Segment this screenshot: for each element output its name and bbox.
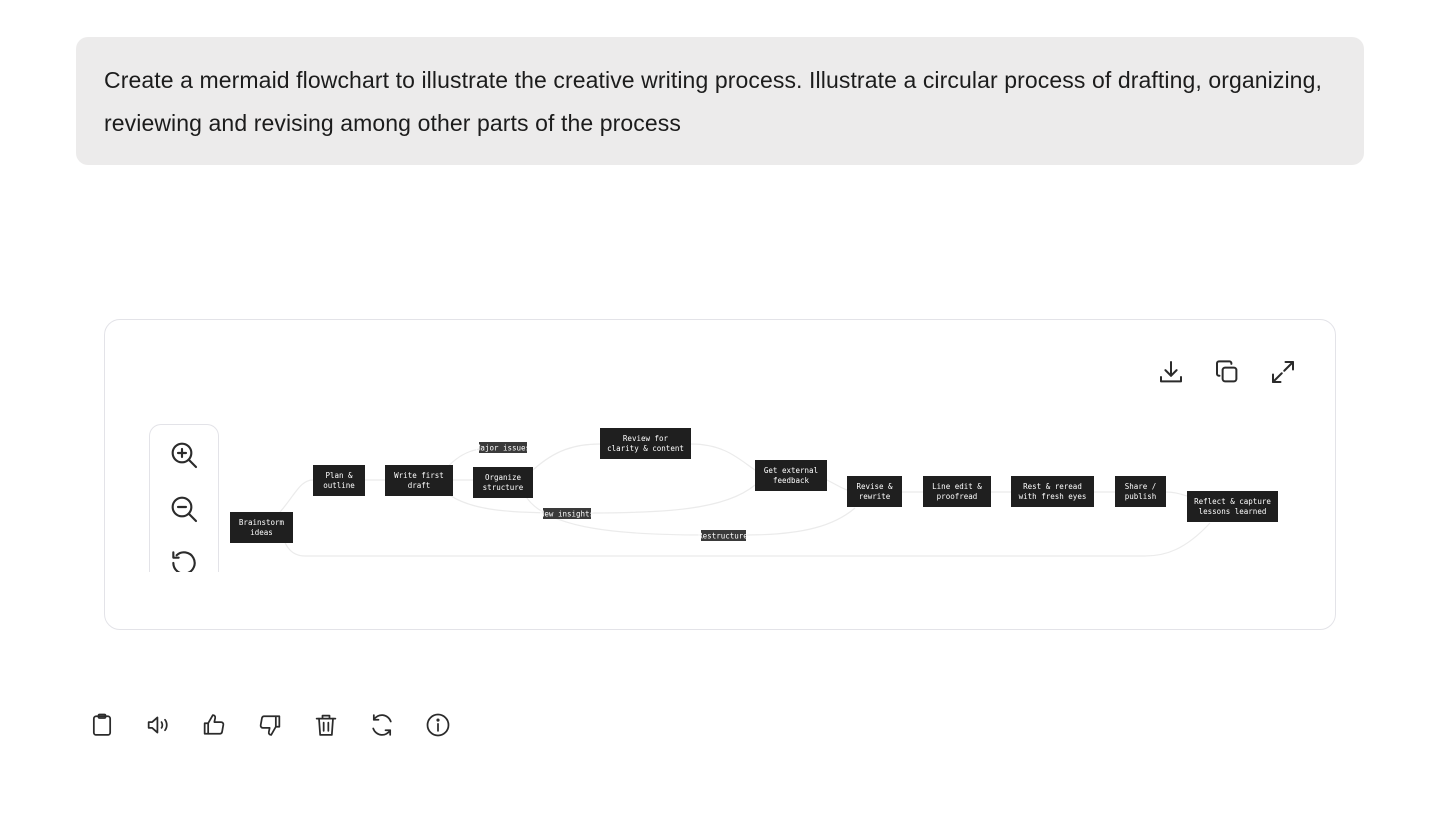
edge-restructure-back bbox=[744, 507, 856, 536]
info-icon[interactable] bbox=[420, 707, 456, 743]
flowchart: Major issues New insights Restructure Br… bbox=[230, 428, 1278, 557]
zoom-in-icon[interactable] bbox=[166, 439, 202, 471]
user-message-bubble: Create a mermaid flowchart to illustrate… bbox=[76, 37, 1364, 165]
svg-text:feedback: feedback bbox=[773, 476, 810, 485]
node-share[interactable]: Share / publish bbox=[1115, 476, 1166, 507]
svg-text:ideas: ideas bbox=[250, 528, 273, 537]
edge-label-new-insights: New insights bbox=[540, 508, 594, 519]
reset-icon[interactable] bbox=[166, 547, 202, 572]
clipboard-icon[interactable] bbox=[84, 707, 120, 743]
edge-label-restructure: Restructure bbox=[698, 530, 748, 541]
svg-text:outline: outline bbox=[323, 481, 355, 490]
zoom-out-icon[interactable] bbox=[166, 493, 202, 525]
svg-text:proofread: proofread bbox=[937, 492, 978, 501]
svg-text:New insights: New insights bbox=[540, 510, 594, 519]
svg-text:rewrite: rewrite bbox=[859, 492, 891, 501]
svg-text:Plan &: Plan & bbox=[325, 471, 353, 480]
thumbs-up-icon[interactable] bbox=[196, 707, 232, 743]
svg-text:Restructure: Restructure bbox=[698, 532, 748, 541]
svg-text:Line edit &: Line edit & bbox=[932, 482, 982, 491]
node-organize[interactable]: Organize structure bbox=[473, 467, 533, 498]
svg-text:Organize: Organize bbox=[485, 473, 522, 482]
edge-reflect-brainstorm bbox=[279, 522, 1211, 557]
svg-text:Brainstorm: Brainstorm bbox=[239, 518, 285, 527]
edge-brainstorm-plan bbox=[279, 479, 314, 513]
node-lineedit[interactable]: Line edit & proofread bbox=[923, 476, 991, 507]
edge-review-feedback bbox=[690, 443, 756, 471]
copy-icon[interactable] bbox=[1209, 354, 1245, 390]
node-plan[interactable]: Plan & outline bbox=[313, 465, 365, 496]
svg-text:Share /: Share / bbox=[1125, 482, 1157, 491]
svg-text:Rest & reread: Rest & reread bbox=[1023, 482, 1082, 491]
svg-text:Write first: Write first bbox=[394, 471, 444, 480]
edge-feedback-revise bbox=[826, 479, 848, 491]
svg-text:Major issues: Major issues bbox=[476, 444, 530, 453]
svg-text:Reflect & capture: Reflect & capture bbox=[1194, 497, 1271, 506]
svg-text:Get external: Get external bbox=[764, 466, 818, 475]
svg-text:draft: draft bbox=[408, 481, 431, 490]
edge-label-major-issues: Major issues bbox=[476, 442, 530, 453]
svg-text:with fresh eyes: with fresh eyes bbox=[1019, 492, 1087, 501]
thumbs-down-icon[interactable] bbox=[252, 707, 288, 743]
mermaid-diagram-card: Major issues New insights Restructure Br… bbox=[104, 319, 1336, 630]
speaker-icon[interactable] bbox=[140, 707, 176, 743]
svg-text:lessons learned: lessons learned bbox=[1199, 507, 1267, 516]
node-reflect[interactable]: Reflect & capture lessons learned bbox=[1187, 491, 1278, 522]
svg-text:clarity & content: clarity & content bbox=[607, 444, 684, 453]
message-actions bbox=[84, 707, 456, 743]
svg-text:Revise &: Revise & bbox=[856, 482, 893, 491]
svg-text:Review for: Review for bbox=[623, 434, 669, 443]
diagram-toolbar bbox=[1153, 354, 1301, 390]
node-draft[interactable]: Write first draft bbox=[385, 465, 453, 496]
expand-icon[interactable] bbox=[1265, 354, 1301, 390]
node-revise[interactable]: Revise & rewrite bbox=[847, 476, 902, 507]
user-message-text: Create a mermaid flowchart to illustrate… bbox=[104, 67, 1322, 136]
download-icon[interactable] bbox=[1153, 354, 1189, 390]
edge-organize-review bbox=[532, 443, 601, 471]
node-feedback[interactable]: Get external feedback bbox=[755, 460, 827, 491]
edge-share-reflect bbox=[1165, 491, 1188, 497]
svg-text:structure: structure bbox=[483, 483, 524, 492]
node-brainstorm[interactable]: Brainstorm ideas bbox=[230, 512, 293, 543]
node-review[interactable]: Review for clarity & content bbox=[600, 428, 691, 459]
regenerate-icon[interactable] bbox=[364, 707, 400, 743]
edge-restructure bbox=[524, 494, 706, 536]
edge-insights-back bbox=[584, 484, 756, 514]
svg-text:publish: publish bbox=[1125, 492, 1157, 501]
trash-icon[interactable] bbox=[308, 707, 344, 743]
zoom-controls bbox=[149, 424, 219, 572]
node-rest[interactable]: Rest & reread with fresh eyes bbox=[1011, 476, 1094, 507]
